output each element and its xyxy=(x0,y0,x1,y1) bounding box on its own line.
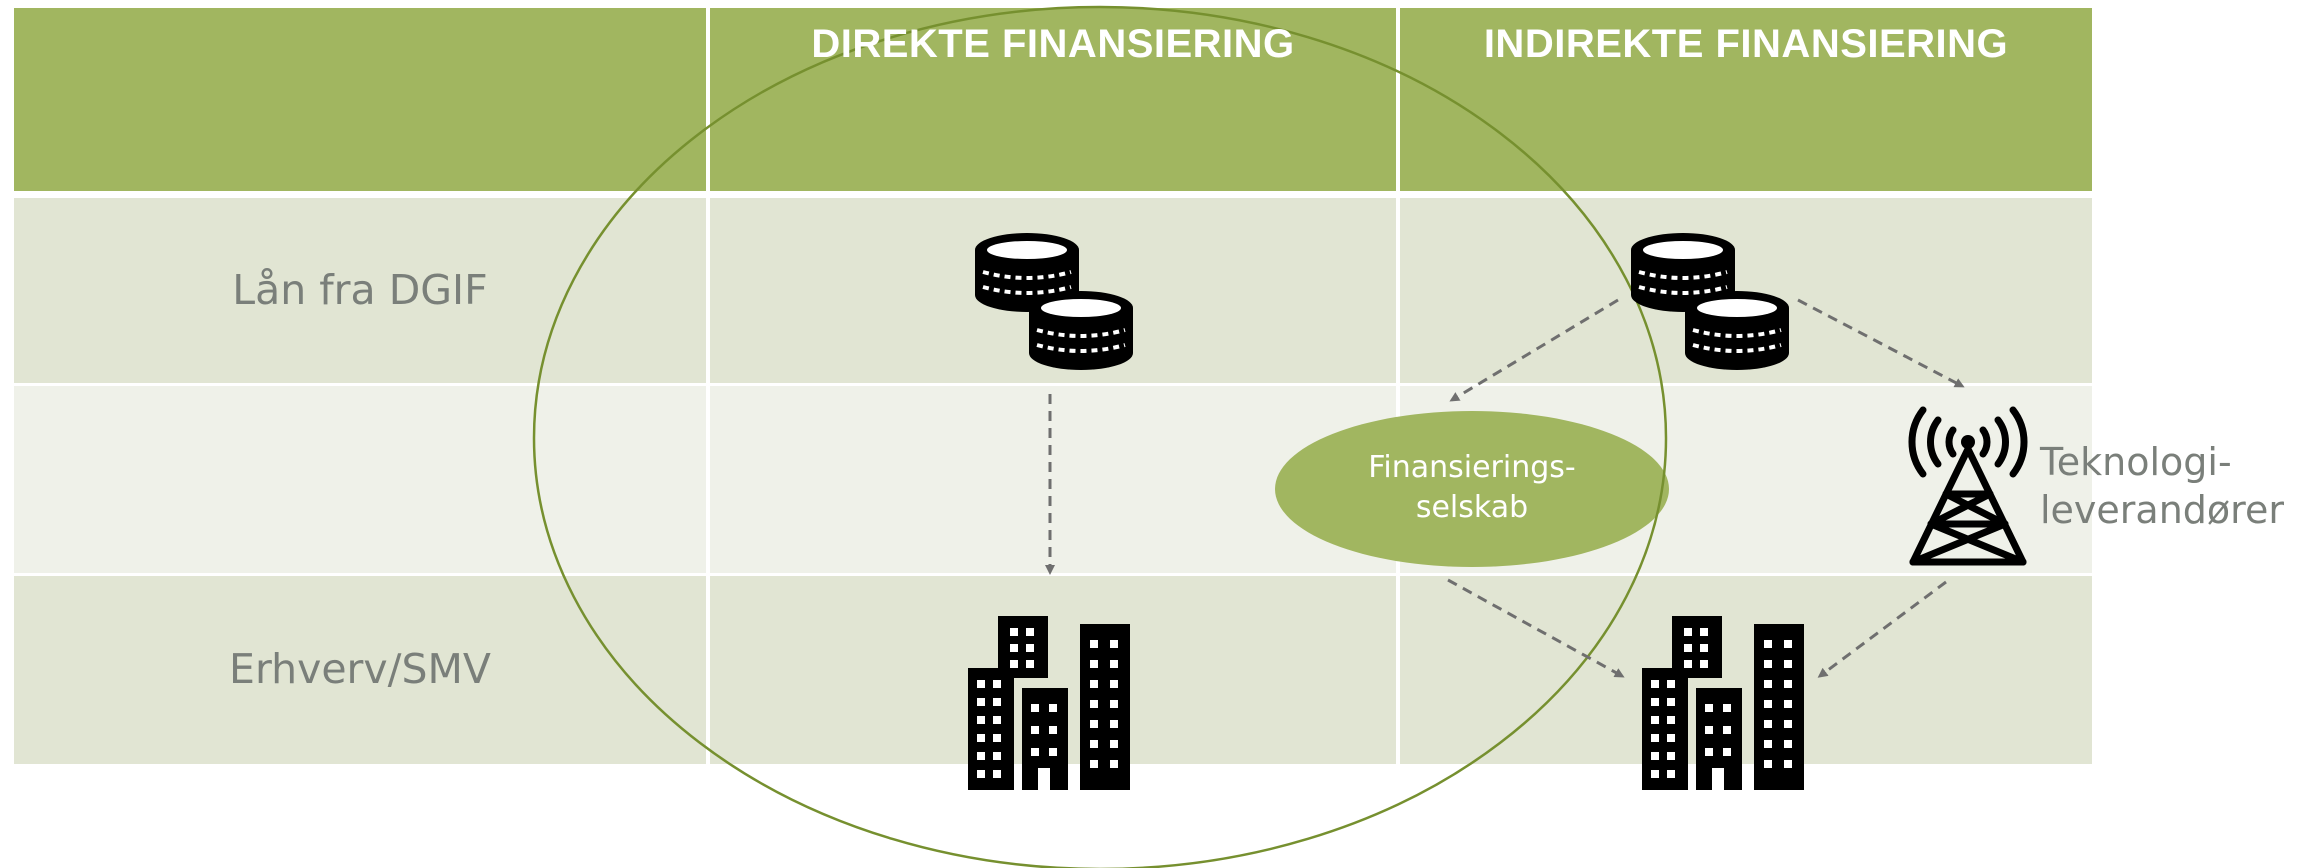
direct-financing-outline xyxy=(532,5,1668,868)
finance-company-label-line2: selskab xyxy=(1415,490,1529,525)
arrow-loan-to-finance-company xyxy=(1449,298,1619,402)
row-middle-label-cell xyxy=(14,386,706,573)
row-loan-label-cell xyxy=(14,198,706,383)
header-cell-direct xyxy=(710,8,1396,191)
tech-provider-label-line1: Teknologi- xyxy=(2040,440,2232,484)
header-cell-indirect xyxy=(1400,8,2092,191)
finance-company-label: Finansierings- selskab xyxy=(1275,448,1669,528)
row-business-indirect-cell xyxy=(1400,576,2092,764)
row-business-label-cell xyxy=(14,576,706,764)
arrow-tech-provider-to-business xyxy=(1817,580,1947,678)
indirect-financing-title: INDIREKTE FINANSIERING xyxy=(1483,22,2009,66)
row-label-business: Erhverv/SMV xyxy=(229,645,491,693)
direct-financing-title: DIREKTE FINANSIERING xyxy=(811,22,1295,66)
radio-tower-icon xyxy=(1908,406,2028,566)
tech-provider-label-line2: leverandører xyxy=(2040,488,2284,532)
arrow-loan-to-tech-provider xyxy=(1797,298,1965,388)
finance-company-bubble xyxy=(1275,411,1669,567)
finance-company-label-line1: Finansierings- xyxy=(1368,450,1576,485)
tech-provider-label: Teknologi- leverandører xyxy=(2040,438,2284,534)
row-label-loan: Lån fra DGIF xyxy=(232,266,488,314)
header-cell-empty xyxy=(14,8,706,191)
